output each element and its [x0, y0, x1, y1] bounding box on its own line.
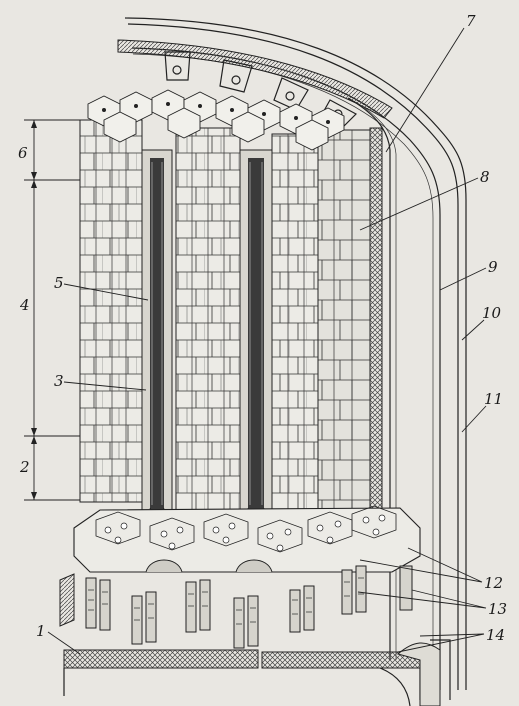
support-pipes [85, 565, 413, 649]
callout-12: 12 [484, 574, 503, 592]
dimension-lines [24, 119, 80, 501]
leader-lines [47, 27, 487, 655]
base-slab [59, 573, 451, 706]
callout-14: 14 [486, 626, 505, 644]
callout-9: 9 [488, 258, 498, 276]
graphite-stack [79, 89, 383, 524]
callout-10: 10 [482, 304, 502, 322]
vessel-shells [117, 17, 467, 690]
fuel-channel-right [239, 149, 273, 524]
callout-7: 7 [466, 12, 476, 30]
callout-4: 4 [19, 296, 30, 314]
bottom-support-plate [73, 505, 421, 573]
callout-6: 6 [18, 144, 28, 162]
callout-5: 5 [54, 274, 64, 292]
callout-labels: 1 2 3 4 5 6 7 8 9 10 11 12 13 14 [18, 12, 507, 644]
callout-11: 11 [484, 390, 503, 408]
callout-13: 13 [488, 600, 507, 618]
callout-2: 2 [19, 458, 30, 476]
fuel-channel-left [141, 149, 173, 524]
callout-8: 8 [480, 168, 490, 186]
callout-3: 3 [54, 372, 64, 390]
callout-1: 1 [36, 622, 46, 640]
